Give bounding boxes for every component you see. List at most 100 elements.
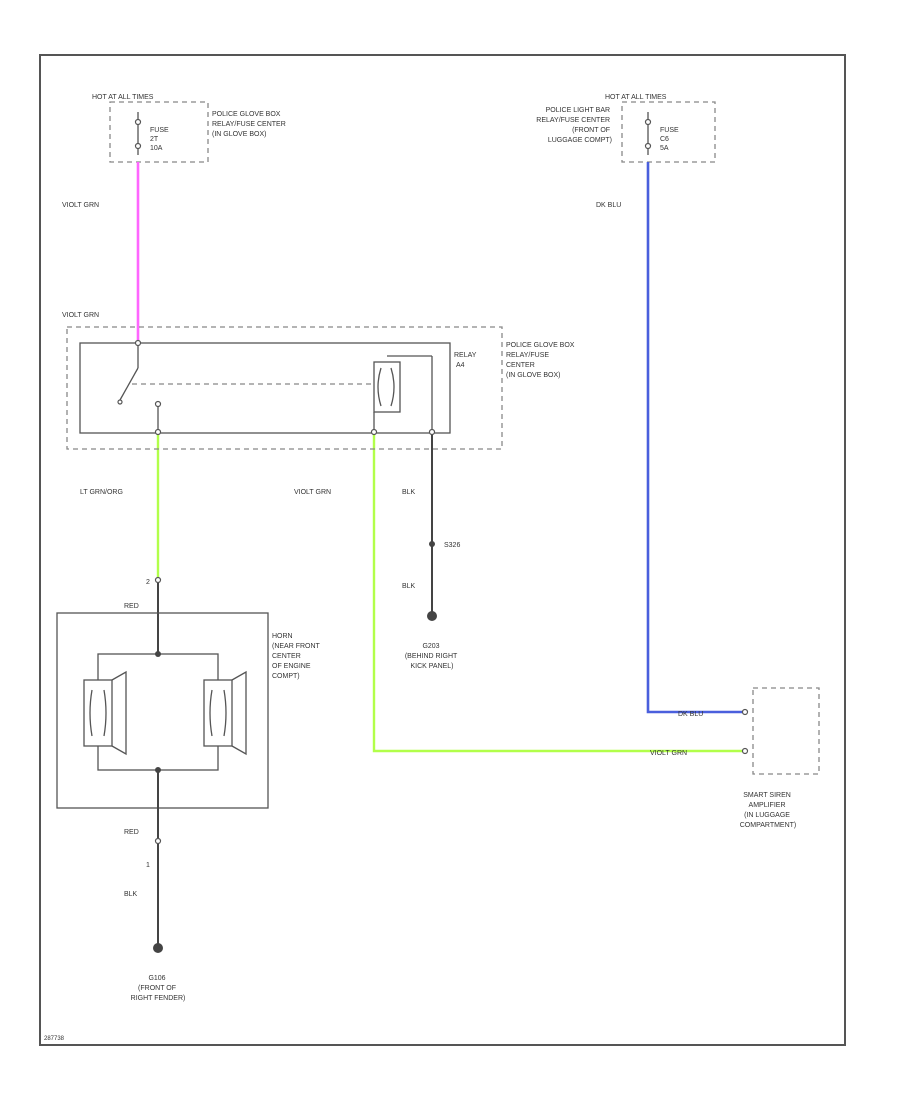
ground-g106-location-line-2: RIGHT FENDER) [131, 995, 186, 1002]
horn-top-junction [155, 651, 161, 657]
fuse-left-rating: 10A [150, 145, 163, 152]
fuse-right-rating: 5A [660, 145, 669, 152]
wire-label-violet-grn-amp: VIOLT GRN [650, 750, 687, 757]
ground-g106-location-line-1: (FRONT OF [138, 985, 176, 992]
fuse-right-location: POLICE LIGHT BAR RELAY/FUSE CENTER (FRON… [536, 107, 612, 144]
horn-title: HORN (NEAR FRONT CENTER OF ENGINE COMPT) [272, 633, 322, 680]
horn-top-wire-color: RED [124, 603, 139, 610]
fuse-left-label: FUSE [150, 127, 169, 134]
wire-label-blk-upper: BLK [402, 489, 416, 496]
ground-g203-location-line-2: KICK PANEL) [410, 663, 453, 670]
fuse-left-terminal-top [134, 118, 142, 126]
ground-g203-name: G203 [422, 643, 439, 650]
horn-top-pin: 2 [146, 579, 150, 586]
fuse-right-location-line-1: POLICE LIGHT BAR [546, 107, 610, 114]
relay-terminal-2 [370, 428, 378, 436]
wire-label-dk-blu-amp: DK BLU [678, 711, 703, 718]
relay-coil-winding [377, 367, 395, 407]
fuse-right-terminal-top [644, 118, 652, 126]
ground-g106-name: G106 [148, 975, 165, 982]
amplifier-terminal-violet-grn [741, 747, 749, 755]
fuse-left-terminal-bottom [134, 142, 142, 150]
relay-location-line-4: (IN GLOVE BOX) [506, 372, 560, 379]
wire-label-lt-grn-org: LT GRN/ORG [80, 489, 123, 496]
horn-title-line-4: OF ENGINE [272, 663, 311, 670]
ground-g106-label: G106 (FRONT OF RIGHT FENDER) [131, 975, 186, 1002]
fuse-right-box [621, 101, 716, 163]
horn-bottom-wire-color: RED [124, 829, 139, 836]
relay-location-line-1: POLICE GLOVE BOX [506, 342, 575, 349]
fuse-left-location-line-2: RELAY/FUSE CENTER [212, 121, 286, 128]
amplifier-title-line-2: AMPLIFIER [749, 802, 786, 809]
wire-label-dk-blu: DK BLU [596, 202, 621, 209]
horn-bottom-connector [154, 837, 162, 845]
fuse-right: HOT AT ALL TIMES FUSE C6 5A POLICE LIGHT… [536, 94, 716, 163]
relay-name: RELAY [454, 352, 477, 359]
fuse-right-location-line-4: LUGGAGE COMPT) [548, 137, 612, 144]
smart-siren-amplifier: SMART SIREN AMPLIFIER (IN LUGGAGE COMPAR… [740, 687, 820, 829]
fuse-left-location: POLICE GLOVE BOX RELAY/FUSE CENTER (IN G… [212, 111, 288, 138]
horn-top-connector [154, 576, 162, 584]
relay-location-line-3: CENTER [506, 362, 535, 369]
wire-label-blk-lower: BLK [402, 583, 416, 590]
relay-switch-pivot [117, 399, 123, 405]
relay-location: POLICE GLOVE BOX RELAY/FUSE CENTER (IN G… [506, 342, 576, 379]
relay-switch-blade [119, 367, 139, 401]
horn: 2 RED HORN (NEAR FRONT CENTER OF ENGINE … [56, 576, 322, 1002]
wire-label-violet-grn-top: VIOLT GRN [62, 202, 99, 209]
horn-title-line-1: HORN [272, 633, 293, 640]
amplifier-outline [752, 687, 820, 775]
fuse-right-location-line-2: RELAY/FUSE CENTER [536, 117, 610, 124]
fuse-left-box [109, 101, 209, 163]
horn-branch-frame [97, 653, 219, 771]
amplifier-title-line-3: (IN LUGGAGE [744, 812, 790, 819]
relay-switch-contact [154, 400, 162, 408]
ground-g203-symbol [427, 611, 437, 621]
splice-s326-label: S326 [444, 542, 460, 549]
fuse-right-terminal-bottom [644, 142, 652, 150]
ground-g203-label: G203 (BEHIND RIGHT KICK PANEL) [405, 643, 459, 670]
relay-body [79, 342, 451, 434]
fuse-left-hot-label: HOT AT ALL TIMES [92, 94, 154, 101]
wire-label-violet-grn-relay: VIOLT GRN [62, 312, 99, 319]
horn-left-speaker [89, 670, 127, 756]
horn-left-element [83, 679, 113, 747]
relay-terminal-3 [428, 428, 436, 436]
relay-a4: RELAY A4 POLICE GLOVE BOX RELAY/FUSE CEN… [66, 326, 576, 450]
horn-title-line-5: COMPT) [272, 673, 300, 680]
horn-title-line-3: CENTER [272, 653, 301, 660]
fuse-left-number: 2T [150, 136, 159, 143]
amplifier-title-line-1: SMART SIREN [743, 792, 791, 799]
fuse-left: HOT AT ALL TIMES FUSE 2T 10A POLICE GLOV… [92, 94, 288, 163]
relay-coil [373, 361, 401, 413]
wire-dk-blu [646, 162, 745, 714]
horn-ground-wire-color: BLK [124, 891, 138, 898]
relay-terminal-1 [154, 428, 162, 436]
splice-s326-dot [429, 541, 435, 547]
wire-label-violet-grn-mid: VIOLT GRN [294, 489, 331, 496]
horn-title-line-2: (NEAR FRONT [272, 643, 321, 650]
horn-right-speaker [209, 670, 247, 756]
amplifier-terminal-dk-blu [741, 708, 749, 716]
horn-right-element [203, 679, 233, 747]
relay-number: A4 [456, 362, 465, 369]
ground-g203-location-line-1: (BEHIND RIGHT [405, 653, 458, 660]
fuse-right-hot-label: HOT AT ALL TIMES [605, 94, 667, 101]
fuse-right-location-line-3: (FRONT OF [572, 127, 610, 134]
amplifier-title: SMART SIREN AMPLIFIER (IN LUGGAGE COMPAR… [740, 792, 797, 829]
relay-center-outline [66, 326, 503, 450]
relay-switch-terminal-top [134, 339, 142, 347]
amplifier-title-line-4: COMPARTMENT) [740, 822, 797, 829]
horn-component-outline [56, 612, 269, 809]
horn-bottom-pin: 1 [146, 862, 150, 869]
wire-violet-grn-to-amplifier [372, 432, 745, 753]
fuse-left-location-line-3: (IN GLOVE BOX) [212, 131, 266, 138]
diagram-frame [39, 54, 846, 1046]
fuse-left-location-line-1: POLICE GLOVE BOX [212, 111, 281, 118]
fuse-right-number: C6 [660, 136, 669, 143]
ground-g106-symbol [153, 943, 163, 953]
fuse-right-label: FUSE [660, 127, 679, 134]
relay-location-line-2: RELAY/FUSE [506, 352, 549, 359]
diagram-code: 287738 [44, 1036, 65, 1042]
